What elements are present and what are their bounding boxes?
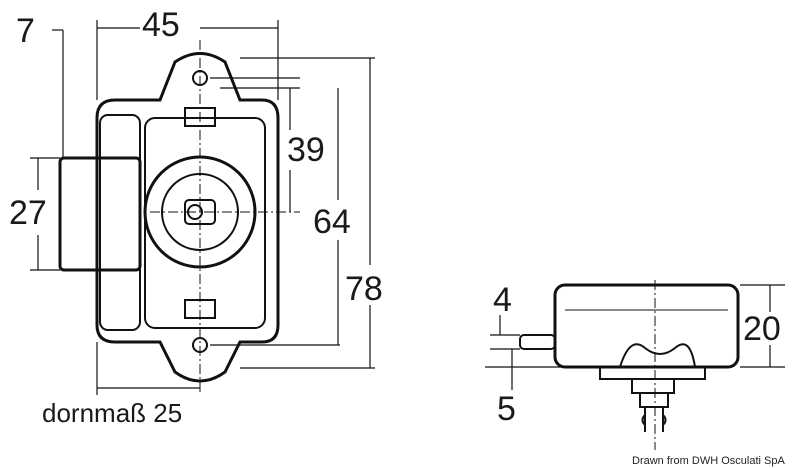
dim-7: 7 xyxy=(16,12,35,50)
dim-27: 27 xyxy=(9,194,47,232)
dim-5: 5 xyxy=(497,390,516,428)
dim-4: 4 xyxy=(493,281,512,319)
dim-backset: dornmaß 25 xyxy=(42,398,183,428)
credit-text: Drawn from DWH Osculati SpA xyxy=(632,455,785,467)
dim-39: 39 xyxy=(287,131,325,169)
dim-64: 64 xyxy=(313,203,351,241)
side-view xyxy=(485,280,785,450)
front-view xyxy=(30,20,375,395)
dim-45: 45 xyxy=(142,6,180,44)
dim-78: 78 xyxy=(345,270,383,308)
dim-20: 20 xyxy=(743,310,781,348)
